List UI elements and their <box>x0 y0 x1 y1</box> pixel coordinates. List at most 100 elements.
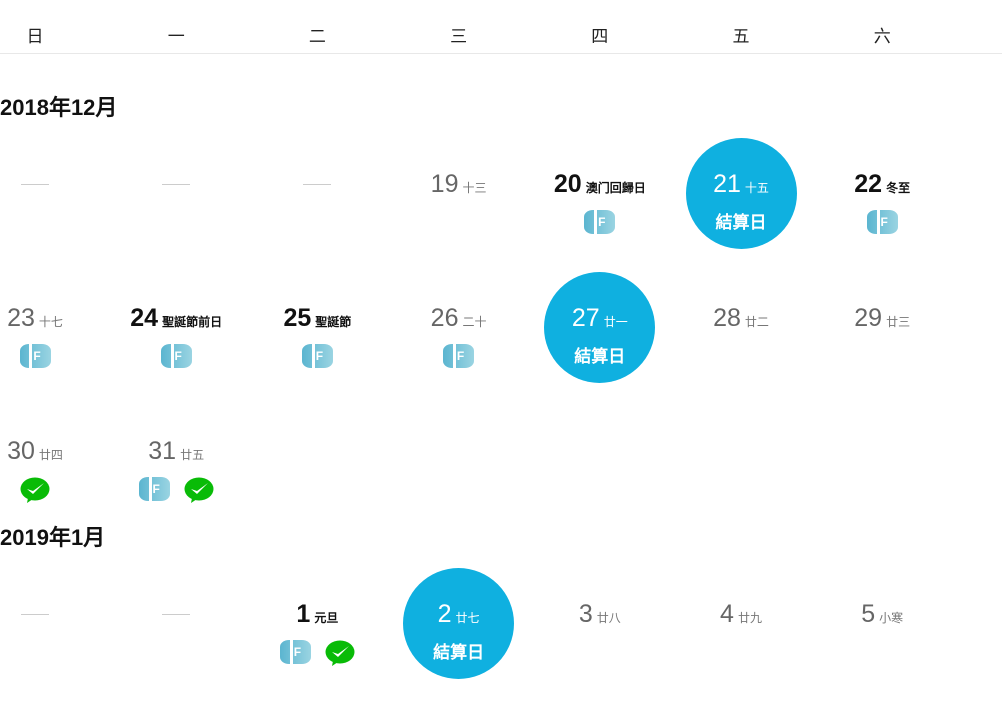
day-number: 22 <box>854 170 883 198</box>
holiday-name: 聖誕節 <box>315 315 352 329</box>
empty-day-dash <box>21 184 49 185</box>
lf-icon: F <box>301 344 333 368</box>
weekday-label: 三 <box>450 27 468 46</box>
lf-icon: F <box>443 344 475 368</box>
empty-day-dash <box>21 614 49 615</box>
lunar-date: 廿九 <box>737 611 762 625</box>
day-number: 26 <box>430 304 459 332</box>
day-number: 23 <box>7 304 35 332</box>
lf-icon: F <box>160 344 192 368</box>
lunar-date: 廿八 <box>596 611 621 625</box>
empty-day <box>105 600 247 660</box>
day-icons: F <box>0 344 106 368</box>
empty-day <box>0 600 106 660</box>
empty-day-dash <box>162 184 191 185</box>
lf-icon: F <box>138 477 170 501</box>
weekday-label: 二 <box>308 27 326 46</box>
day-number: 4 <box>720 600 734 628</box>
empty-day-dash <box>303 184 332 185</box>
lf-icon: F <box>19 344 51 368</box>
holiday-name: 元旦 <box>314 611 339 625</box>
holiday-name: 聖誕節前日 <box>162 315 223 329</box>
wechat-pay-icon <box>325 640 355 666</box>
day-number: 21 <box>713 170 741 198</box>
day-icons: F <box>246 640 388 666</box>
day-icons: F <box>105 477 247 503</box>
lf-icon: F <box>279 640 311 664</box>
day-number: 1 <box>296 600 311 628</box>
settlement-label: 結算日 <box>715 213 767 232</box>
day-icons: F <box>529 210 671 234</box>
wechat-pay-icon <box>184 477 214 503</box>
empty-day-dash <box>162 614 191 615</box>
lunar-date: 廿一 <box>603 315 628 329</box>
day-number: 3 <box>578 600 593 628</box>
day-number: 25 <box>283 304 312 332</box>
day-number: 19 <box>430 170 459 198</box>
lf-icon: F <box>584 210 616 234</box>
month-title: 2019年1月 <box>0 525 106 550</box>
empty-day <box>246 170 388 230</box>
settlement-label: 結算日 <box>433 643 485 662</box>
weekday-label: 六 <box>873 27 891 46</box>
lunar-date: 廿七 <box>455 611 480 625</box>
holiday-name: 冬至 <box>886 181 911 195</box>
day-icons: F <box>246 344 388 368</box>
lunar-date: 小寒 <box>879 611 904 625</box>
weekday-label: 一 <box>167 27 185 46</box>
day-icons: F <box>811 210 953 234</box>
month-title: 2018年12月 <box>0 95 118 120</box>
settlement-label: 結算日 <box>574 347 626 366</box>
day-number: 29 <box>854 304 883 332</box>
day-number: 5 <box>861 600 876 628</box>
lunar-date: 十七 <box>38 315 63 329</box>
lunar-date: 二十 <box>462 315 487 329</box>
day-icons: F <box>105 344 247 368</box>
lunar-date: 廿三 <box>886 315 911 329</box>
lf-icon: F <box>866 210 898 234</box>
day-number: 24 <box>130 304 159 332</box>
lunar-date: 十三 <box>462 181 487 195</box>
wechat-pay-icon <box>20 477 50 503</box>
holiday-name: 澳门回歸日 <box>585 181 646 195</box>
weekday-header: 日一二三四五六 <box>0 0 1002 54</box>
weekday-label: 五 <box>732 27 750 46</box>
day-number: 31 <box>148 437 177 465</box>
day-icons <box>0 477 106 503</box>
weekday-label: 四 <box>591 27 609 46</box>
